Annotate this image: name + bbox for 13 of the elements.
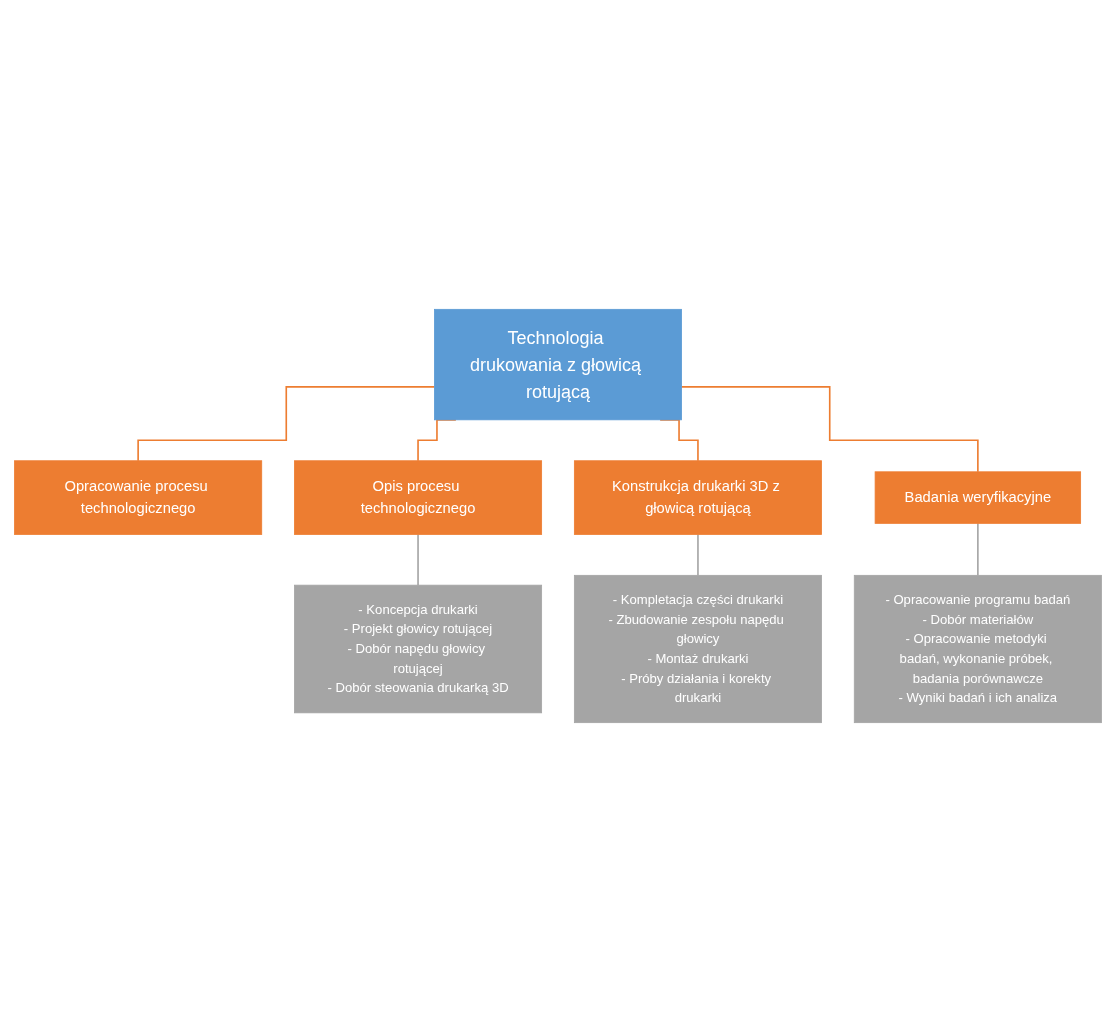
connector	[696, 533, 699, 577]
connector	[136, 386, 435, 462]
node-box: Technologia drukowania z głowicą rotującą	[433, 308, 682, 421]
node-box: - Opracowanie programu badań - Dobór materiałów - Opracowanie metodyki badań, wykonanie próbek, badania porównawcze - Wyniki badań i ich analiza	[853, 574, 1102, 724]
node-box: - Koncepcja drukarki - Projekt głowicy rotującej - Dobór napędu głowicy rotującej - Dobór steowania drukarką 3D	[293, 584, 542, 714]
connector	[416, 533, 419, 586]
connector	[680, 386, 979, 473]
node-box: Opis procesu technologicznego	[293, 460, 542, 535]
node-box: Badania weryfikacyjne	[874, 471, 1081, 524]
connector	[976, 522, 979, 577]
node-box: Opracowanie procesu technologicznego	[13, 460, 262, 535]
node-box: - Kompletacja części drukarki - Zbudowanie zespołu napędu głowicy - Montaż drukarki - Próby działania i korekty drukarki	[573, 574, 822, 724]
node-box: Konstrukcja drukarki 3D z głowicą rotującą	[573, 460, 822, 535]
